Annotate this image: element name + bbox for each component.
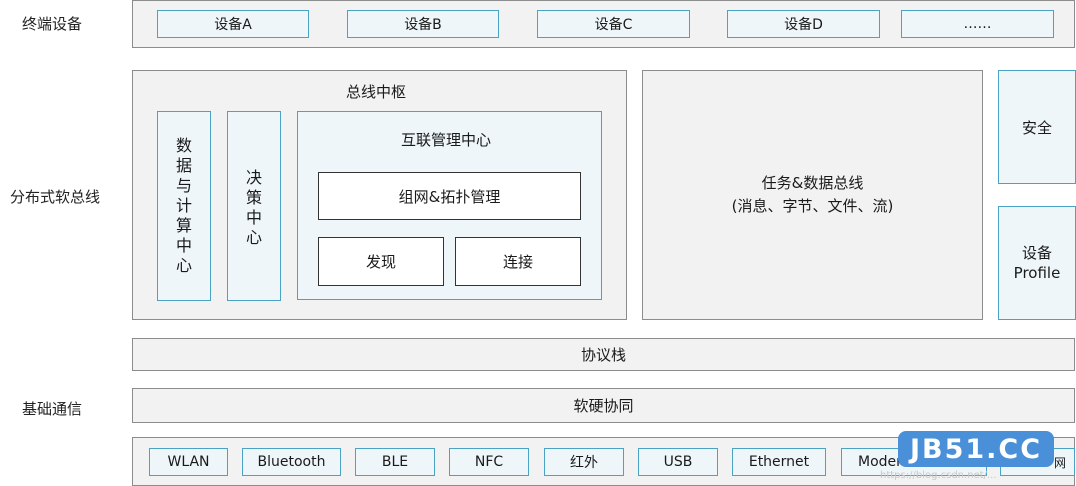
networking-topology-box: 组网&拓扑管理 [318,172,581,220]
security-box: 安全 [998,70,1076,184]
comm-nfc-box: NFC [449,448,529,476]
row-label-basic: 基础通信 [22,400,83,418]
decision-center-box: 决策中心 [227,111,281,301]
comm-network-label: 网 [1053,455,1066,470]
discovery-box: 发现 [318,237,444,286]
comm-wlan-box: WLAN [149,448,228,476]
task-data-bus-subtitle: (消息、字节、文件、流) [731,197,894,215]
watermark-logo: JB51.CC [898,431,1054,467]
interconnect-center-title: 互联管理中心 [401,131,492,149]
protocol-stack-bar: 协议栈 [132,338,1075,371]
device-d-box: 设备D [727,10,880,38]
row-label-softbus: 分布式软总线 [10,188,101,206]
comm-infrared-box: 红外 [544,448,624,476]
comm-ethernet-box: Ethernet [732,448,826,476]
device-a-box: 设备A [157,10,309,38]
data-compute-center-label: 数据与计算中心 [175,136,192,275]
device-b-box: 设备B [347,10,499,38]
device-profile-box: 设备 Profile [998,206,1076,320]
task-data-bus-box: 任务&数据总线 (消息、字节、文件、流) [642,70,983,320]
device-profile-line2: Profile [1013,264,1061,282]
decision-center-label: 决策中心 [245,168,262,247]
comm-modem-label: Modem [858,454,910,470]
connection-box: 连接 [455,237,581,286]
bus-hub-title: 总线中枢 [346,83,407,101]
device-profile-line1: 设备 [1021,244,1052,262]
comm-usb-box: USB [638,448,718,476]
watermark-caption: https://blog.csdn.net/... [880,470,997,481]
device-more-box: …… [901,10,1054,38]
comm-ble-box: BLE [355,448,435,476]
hw-sw-cooperation-bar: 软硬协同 [132,388,1075,423]
comm-bluetooth-box: Bluetooth [242,448,341,476]
data-compute-center-box: 数据与计算中心 [157,111,211,301]
row-label-terminal: 终端设备 [22,15,83,33]
device-c-box: 设备C [537,10,690,38]
task-data-bus-title: 任务&数据总线 [761,174,864,192]
